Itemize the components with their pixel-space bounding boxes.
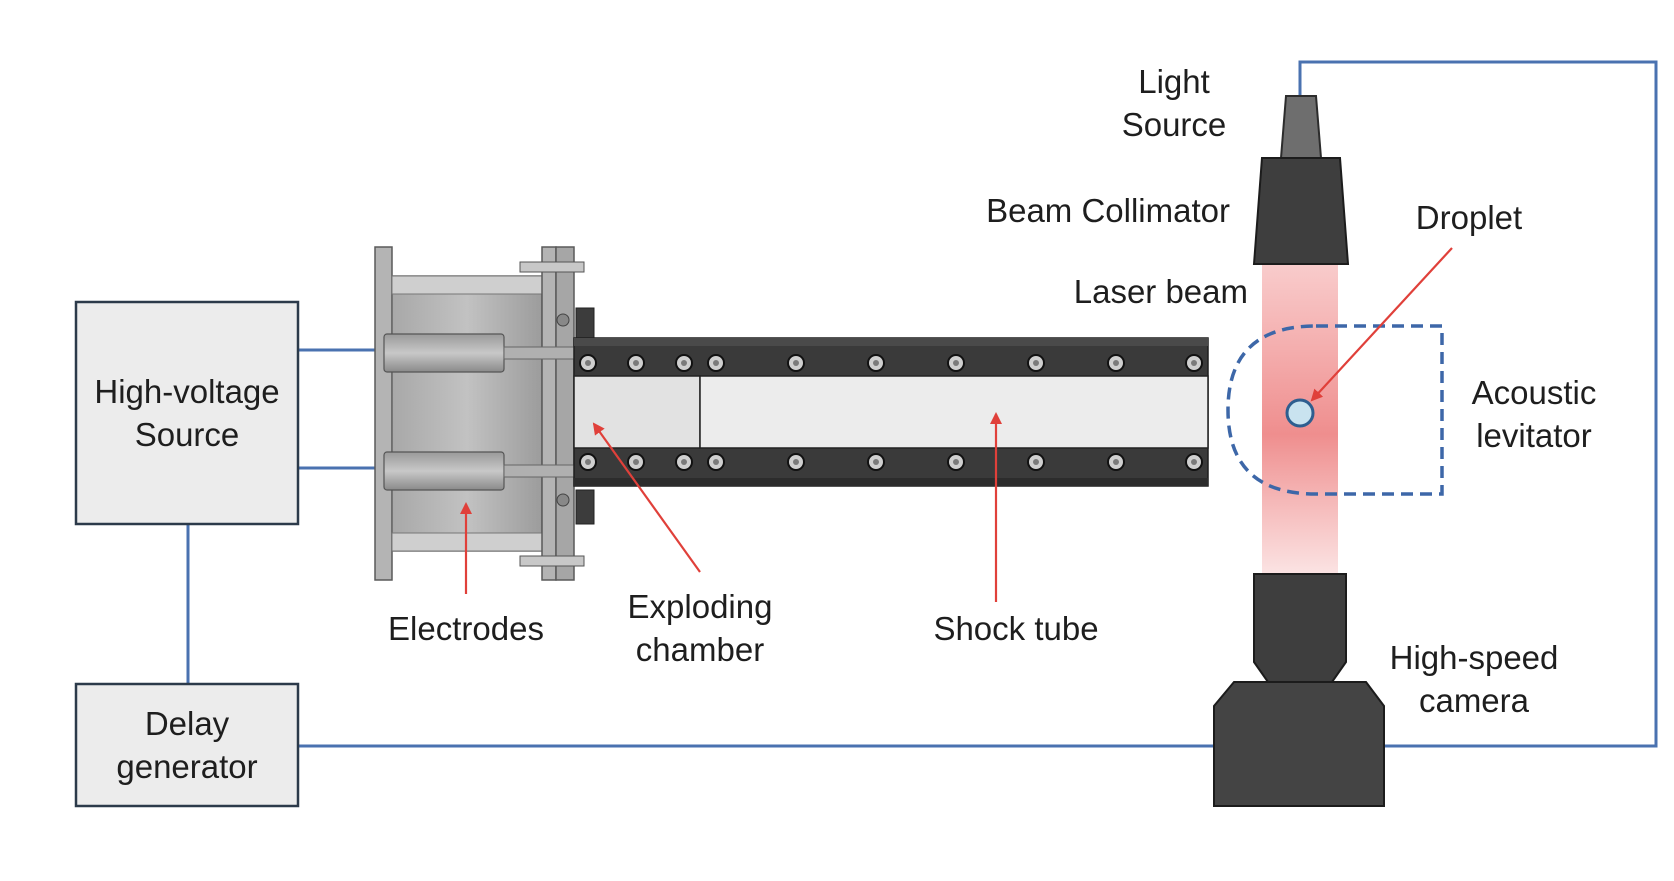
droplet [1285,398,1315,428]
camera-to-light-source-wire [1298,60,1658,748]
electrodes-label: Electrodes [388,610,544,647]
electrode-rod-bottom [383,451,505,491]
exploding-chamber-label: Exploding chamber [604,585,796,671]
acoustic-levitator-outline [1226,324,1444,496]
delay-generator-line-1: Delay [144,705,230,742]
delay-generator-box [74,682,300,808]
laser-beam-label: Laser beam [1073,273,1248,310]
electrode-housing [374,246,595,581]
acoustic-levitator-line-1: Acoustic [1471,374,1597,411]
delay-generator-label: Delay generator [76,684,298,806]
high-voltage-source-box [74,300,300,526]
light-source-line-2: Source [1121,106,1227,143]
high-speed-camera-line-1: High-speed [1389,639,1559,676]
shock-tube-bore [699,375,1209,449]
shock-tube-label: Shock tube [933,610,1099,647]
pointer-arrows [460,247,1453,602]
exploding-chamber-line-1: Exploding [627,588,773,625]
exploding-chamber-line-2: chamber [635,631,765,668]
shock-tube-assembly [573,337,1209,487]
high-speed-camera-label: High-speed camera [1376,636,1572,722]
high-speed-camera [1213,573,1385,807]
exploding-chamber-bore [573,375,701,449]
high-voltage-source-label: High-voltage Source [76,302,298,524]
signal-wiring [186,60,1658,748]
electrode-rod-top [383,333,505,373]
acoustic-levitator-line-2: levitator [1476,417,1592,454]
exploding-chamber-arrow [592,422,701,573]
high-speed-camera-line-2: camera [1418,682,1530,719]
acoustic-levitator-label: Acoustic levitator [1446,371,1622,457]
light-source-line-1: Light [1138,63,1210,100]
droplet-arrow [1310,247,1453,402]
beam-collimator [1252,157,1350,265]
high-voltage-source-line-1: High-voltage [94,373,280,410]
beam-collimator-label: Beam Collimator [986,192,1230,229]
high-voltage-source-line-2: Source [134,416,240,453]
droplet-label: Droplet [1415,199,1523,236]
light-source [1279,95,1323,159]
delay-generator-line-2: generator [116,748,258,785]
light-source-label: Light Source [1094,60,1254,146]
